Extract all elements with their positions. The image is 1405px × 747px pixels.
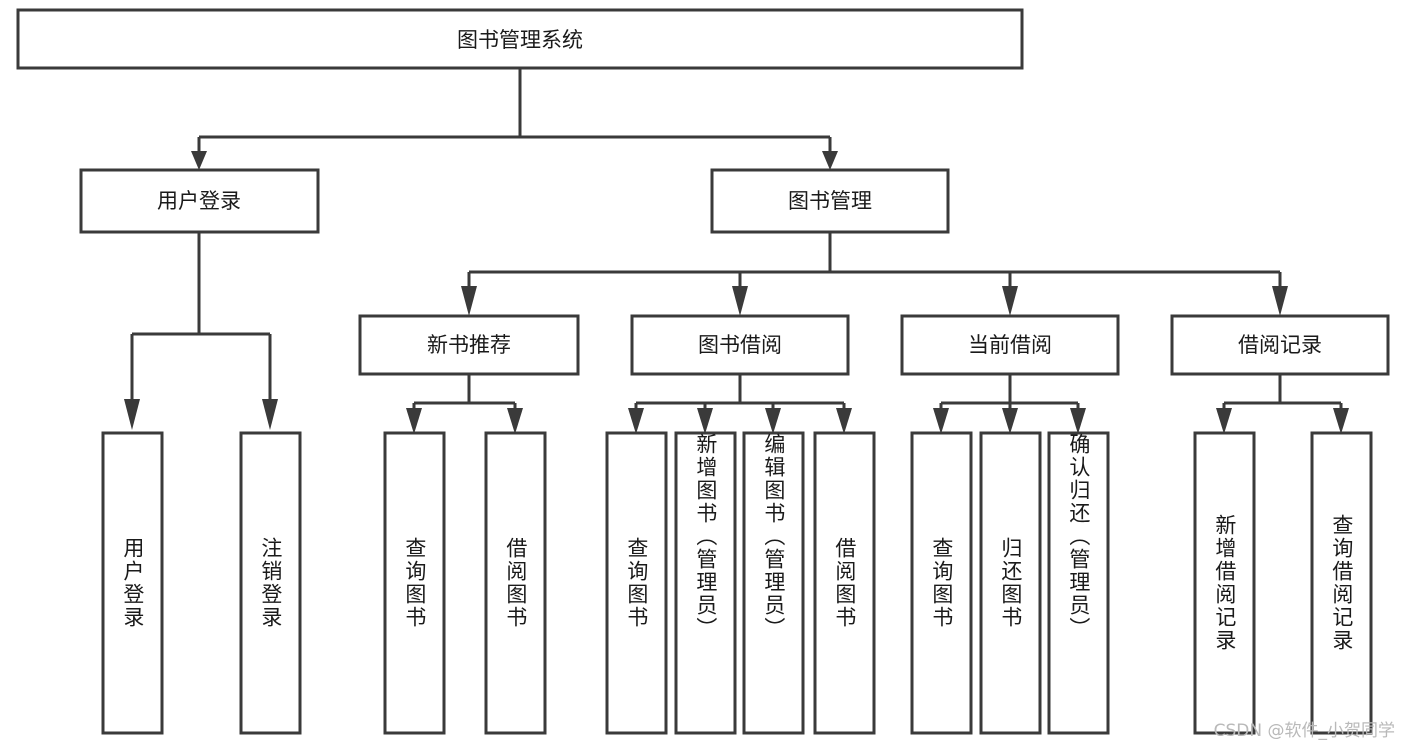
node-root-box[interactable] (16, 8, 1024, 70)
node-leaf-book-borrow-1-box[interactable] (605, 431, 668, 735)
node-new-book-recommend-box[interactable] (358, 314, 580, 376)
node-book-borrow-box[interactable] (630, 314, 850, 376)
arrow-root-to-book-manage (822, 151, 838, 170)
node-book-borrow-label: 图书借阅 (698, 333, 782, 357)
arrow-book-borrow-leaf-2 (697, 408, 713, 434)
node-new-book-recommend-label: 新书推荐 (427, 333, 511, 357)
arrow-user-login-leaf-1 (124, 399, 140, 430)
node-leaf-new-book-1-box[interactable] (383, 431, 446, 735)
node-leaf-new-book-2-box[interactable] (484, 431, 547, 735)
arrow-to-new-book-recommend (461, 286, 477, 316)
arrow-current-borrow-leaf-2 (1002, 408, 1018, 434)
arrow-current-borrow-leaf-3 (1070, 408, 1086, 434)
node-current-borrow-box[interactable] (900, 314, 1120, 376)
node-leaf-current-borrow-3-box[interactable] (1047, 431, 1110, 735)
arrow-borrow-record-leaf-2 (1333, 408, 1349, 434)
arrow-book-borrow-leaf-3 (765, 408, 781, 434)
connector-layer (124, 68, 1349, 434)
node-leaf-borrow-record-1-box[interactable] (1193, 431, 1256, 735)
arrow-to-current-borrow (1002, 286, 1018, 316)
arrow-book-borrow-leaf-4 (836, 408, 852, 434)
node-book-manage-box[interactable] (710, 168, 950, 234)
arrow-book-borrow-leaf-1 (628, 408, 644, 434)
arrow-to-borrow-record (1272, 286, 1288, 316)
node-leaf-user-login-2-box[interactable] (239, 431, 302, 735)
arrow-new-book-leaf-2 (507, 408, 523, 434)
node-borrow-record-label: 借阅记录 (1238, 333, 1322, 357)
arrow-current-borrow-leaf-1 (933, 408, 949, 434)
node-current-borrow-label: 当前借阅 (968, 333, 1052, 357)
arrow-user-login-leaf-2 (262, 399, 278, 430)
node-leaf-borrow-record-2-box[interactable] (1310, 431, 1373, 735)
node-leaf-current-borrow-2-box[interactable] (979, 431, 1042, 735)
node-book-manage-label: 图书管理 (788, 189, 872, 213)
node-user-login-label: 用户登录 (157, 189, 241, 213)
node-leaf-current-borrow-1-box[interactable] (910, 431, 973, 735)
arrow-new-book-leaf-1 (406, 408, 422, 434)
node-root-label: 图书管理系统 (457, 28, 583, 52)
node-borrow-record-box[interactable] (1170, 314, 1390, 376)
node-leaf-user-login-1-box[interactable] (101, 431, 164, 735)
node-leaf-book-borrow-3-box[interactable] (742, 431, 805, 735)
node-layer: 图书管理系统 用户登录 图书管理 新书推荐 图书借阅 当前借阅 借阅记录 (16, 8, 1390, 735)
node-user-login-box[interactable] (79, 168, 320, 234)
node-leaf-book-borrow-2-box[interactable] (674, 431, 737, 735)
arrow-borrow-record-leaf-1 (1216, 408, 1232, 434)
node-leaf-book-borrow-4-box[interactable] (813, 431, 876, 735)
arrow-root-to-user-login (191, 151, 207, 170)
arrow-to-book-borrow (732, 286, 748, 316)
